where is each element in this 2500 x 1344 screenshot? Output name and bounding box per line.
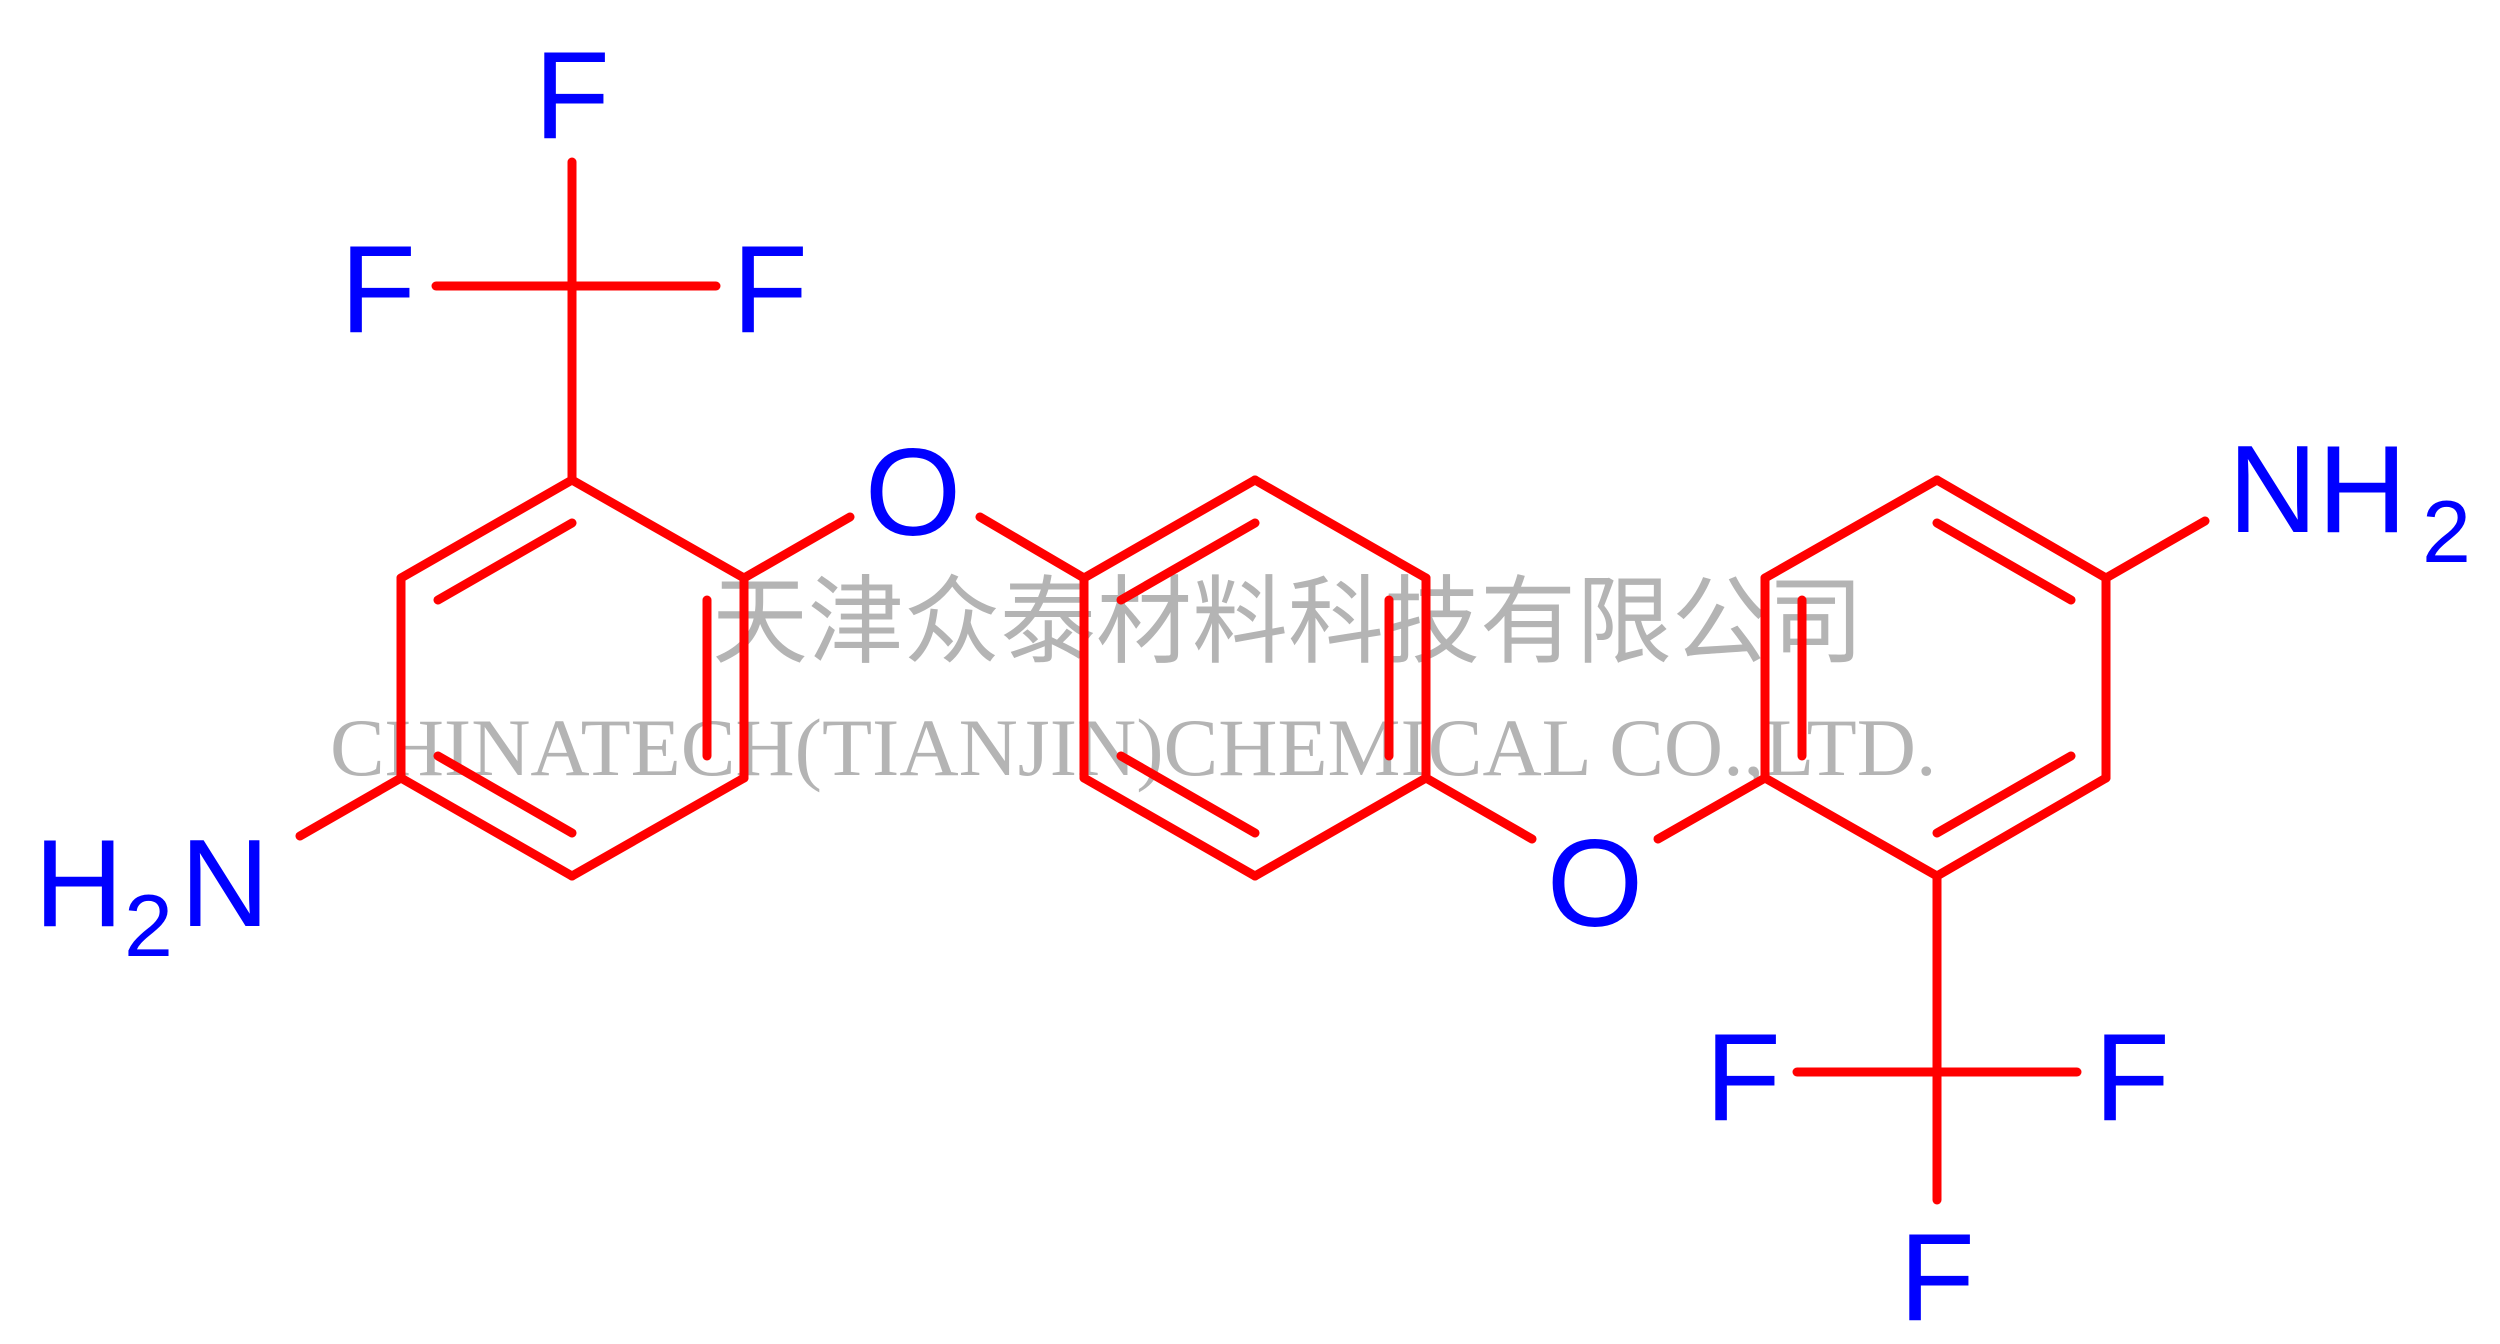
bond-double-inner (433, 518, 577, 605)
bond (739, 512, 855, 583)
amine-subscript: 2 (124, 876, 173, 975)
bond (1932, 475, 2111, 583)
atom-labels: F F F O O NH 2 H 2 N F F F (34, 27, 2471, 1344)
bond (1932, 773, 2111, 881)
amine-subscript: 2 (2422, 482, 2471, 581)
fluorine-label: F (340, 221, 416, 359)
bond-double-inner (1116, 518, 1260, 605)
fluorine-label: F (2094, 1009, 2170, 1147)
bond-double-inner (1932, 518, 2076, 605)
fluorine-label: F (1899, 1209, 1975, 1344)
watermark: 天津众泰材料科技有限公司 CHINATECH(TIANJIN)CHEMICAL … (330, 569, 1937, 793)
amine-label: NH (2228, 421, 2407, 559)
bond (975, 512, 1089, 583)
bond (1653, 773, 1770, 844)
fluorine-label: F (534, 27, 610, 165)
fluorine-label: F (732, 221, 808, 359)
bond (2101, 516, 2210, 583)
bond-double-inner (1116, 751, 1260, 838)
amine-label-n: N (180, 815, 270, 953)
bond (396, 475, 577, 583)
oxygen-label: O (865, 424, 961, 562)
bond-double-inner (1932, 751, 2076, 838)
amine-label-h: H (34, 815, 124, 953)
watermark-english: CHINATECH(TIANJIN)CHEMICAL CO.,LTD. (330, 702, 1937, 793)
bonds (295, 157, 2210, 1205)
bond (1760, 475, 1942, 583)
oxygen-label: O (1547, 815, 1643, 953)
fluorine-label: F (1705, 1009, 1781, 1147)
watermark-chinese: 天津众泰材料科技有限公司 (712, 569, 1864, 676)
bond (295, 773, 406, 841)
bond (1079, 773, 1260, 881)
bond (396, 773, 577, 881)
bond-double-inner (433, 751, 577, 838)
bond (1250, 475, 1431, 583)
bond (1250, 773, 1431, 881)
bond (567, 773, 749, 881)
bond (1421, 773, 1537, 844)
bond (567, 475, 749, 583)
bond (1079, 475, 1260, 583)
bond (1760, 773, 1942, 881)
